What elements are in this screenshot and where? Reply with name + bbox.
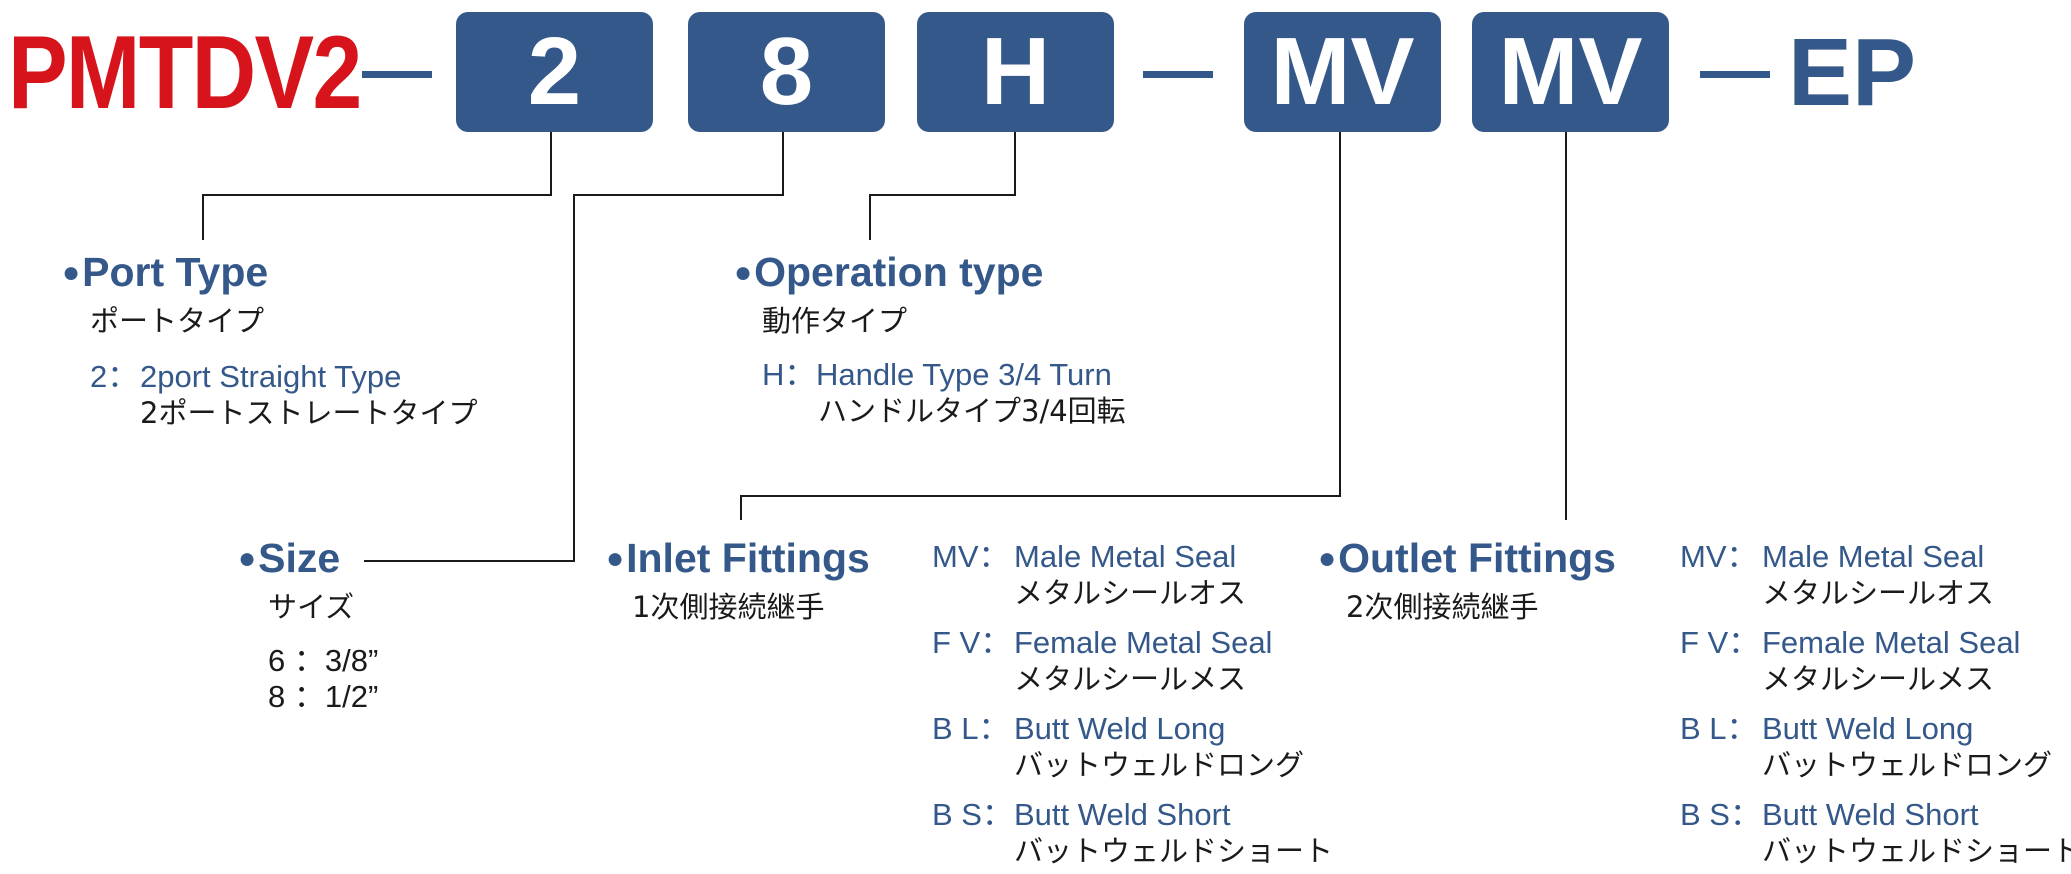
inlet-option-code: B L： xyxy=(932,711,1010,746)
inlet-option-label: Female Metal Seal xyxy=(1014,625,1273,660)
connector-port-type xyxy=(202,132,552,240)
inlet-option-code: B S： xyxy=(932,797,1013,832)
inlet-option-code: F V： xyxy=(932,625,1012,660)
outlet-option-jp: メタルシールオス xyxy=(1762,576,1995,610)
operation-type-jp: 動作タイプ xyxy=(762,304,908,338)
port-type-heading: ●Port Type xyxy=(62,249,269,295)
outlet-option-label: Butt Weld Long xyxy=(1762,711,1974,746)
bullet-icon: ● xyxy=(238,542,257,575)
size-heading: ●Size xyxy=(238,535,341,581)
outlet-option-code: MV： xyxy=(1680,539,1758,574)
inlet-option-label: Male Metal Seal xyxy=(1014,539,1237,574)
code-box-inlet: MV xyxy=(1244,12,1441,132)
port-type-jp: ポートタイプ xyxy=(90,304,265,338)
inlet-option-jp: バットウェルドショート xyxy=(1014,834,1334,868)
size-jp: サイズ xyxy=(268,590,355,624)
port-type-option-code: 2： xyxy=(90,359,139,394)
inlet-fittings-heading: ●Inlet Fittings xyxy=(606,535,870,581)
bullet-icon: ● xyxy=(1318,542,1337,575)
operation-option-code: H： xyxy=(762,357,816,392)
operation-option-label: Handle Type 3/4 Turn xyxy=(816,357,1112,392)
code-box-outlet: MV xyxy=(1472,12,1669,132)
outlet-option-label: Male Metal Seal xyxy=(1762,539,1985,574)
connector-size xyxy=(364,132,784,562)
inlet-option-label: Butt Weld Long xyxy=(1014,711,1226,746)
outlet-option-code: B S： xyxy=(1680,797,1761,832)
outlet-option-label: Female Metal Seal xyxy=(1762,625,2021,660)
separator-dash-3 xyxy=(1700,71,1770,78)
size-option-6: 6 ：3/8” xyxy=(268,643,379,678)
code-box-port-type: 2 xyxy=(456,12,653,132)
outlet-fittings-heading: ●Outlet Fittings xyxy=(1318,535,1616,581)
port-type-option-jp: 2ポートストレートタイプ xyxy=(140,396,478,430)
bullet-icon: ● xyxy=(62,256,81,289)
outlet-option-label: Butt Weld Short xyxy=(1762,797,1979,832)
bullet-icon: ● xyxy=(734,256,753,289)
outlet-fittings-jp: 2次側接続継手 xyxy=(1346,590,1539,624)
operation-type-heading: ●Operation type xyxy=(734,249,1044,295)
connector-inlet xyxy=(740,132,1341,520)
size-option-8: 8 ：1/2” xyxy=(268,679,379,714)
inlet-option-code: MV： xyxy=(932,539,1010,574)
model-prefix: PMTDV2 xyxy=(8,15,362,131)
port-type-option-label: 2port Straight Type xyxy=(140,359,402,394)
inlet-fittings-jp: 1次側接続継手 xyxy=(632,590,825,624)
inlet-option-jp: メタルシールメス xyxy=(1014,662,1247,696)
operation-option-jp: ハンドルタイプ3/4回転 xyxy=(818,394,1126,428)
connector-operation xyxy=(869,132,1016,240)
inlet-option-label: Butt Weld Short xyxy=(1014,797,1231,832)
outlet-option-code: B L： xyxy=(1680,711,1758,746)
inlet-option-jp: バットウェルドロング xyxy=(1014,748,1305,782)
separator-dash-1 xyxy=(362,71,432,78)
code-box-size: 8 xyxy=(688,12,885,132)
outlet-option-jp: バットウェルドショート xyxy=(1762,834,2071,868)
bullet-icon: ● xyxy=(606,542,625,575)
outlet-option-code: F V： xyxy=(1680,625,1760,660)
outlet-option-jp: バットウェルドロング xyxy=(1762,748,2053,782)
inlet-option-jp: メタルシールオス xyxy=(1014,576,1247,610)
separator-dash-2 xyxy=(1143,71,1213,78)
outlet-option-jp: メタルシールメス xyxy=(1762,662,1995,696)
code-box-operation: H xyxy=(917,12,1114,132)
model-suffix: EP xyxy=(1788,19,1917,126)
